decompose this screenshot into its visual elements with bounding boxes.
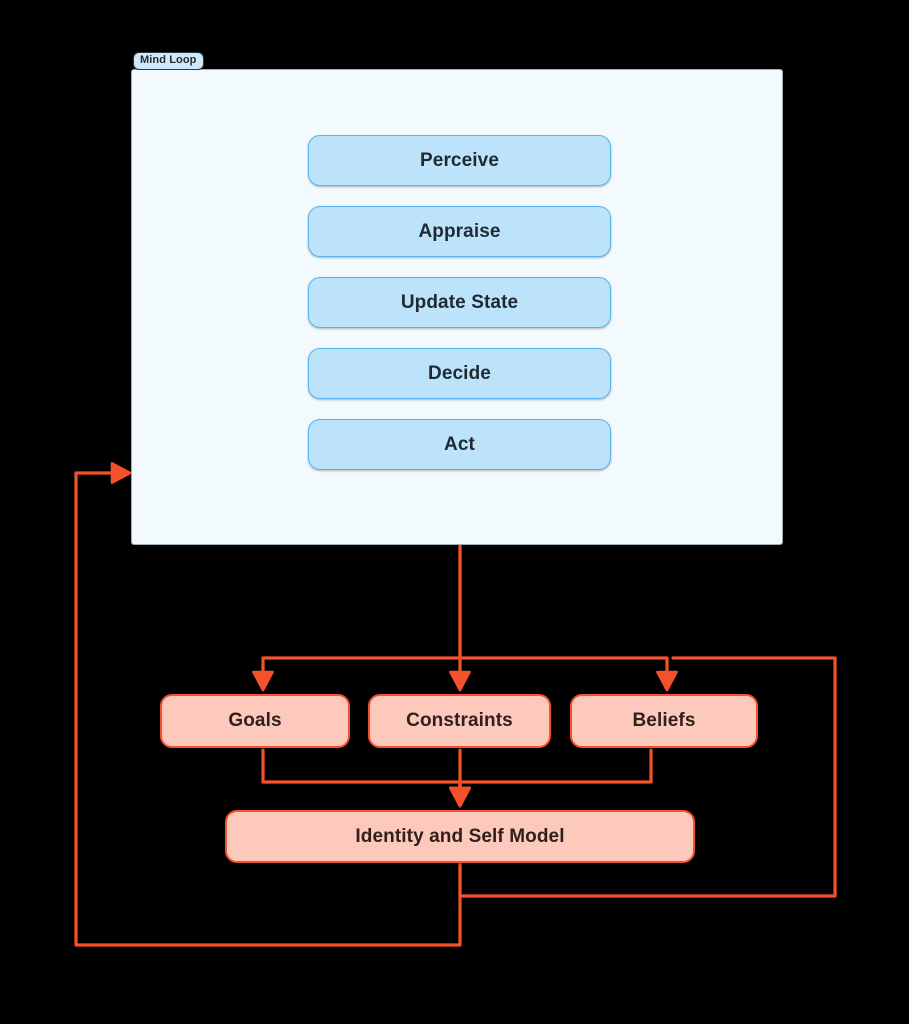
node-perceive-label: Perceive: [420, 149, 499, 171]
node-beliefs-label: Beliefs: [632, 710, 696, 731]
node-appraise[interactable]: Appraise: [308, 206, 611, 257]
edge-loop-to-beliefs: [458, 656, 678, 692]
node-constraints-label: Constraints: [406, 710, 513, 731]
node-goals-label: Goals: [228, 710, 282, 731]
node-act-label: Act: [444, 433, 475, 455]
node-act[interactable]: Act: [308, 419, 611, 470]
node-goals[interactable]: Goals: [160, 694, 350, 748]
node-identity-and-self-model[interactable]: Identity and Self Model: [225, 810, 695, 863]
node-decide-label: Decide: [428, 362, 491, 384]
node-constraints[interactable]: Constraints: [368, 694, 551, 748]
node-update-state-label: Update State: [400, 291, 519, 313]
edge-loop-to-goals: [252, 544, 462, 692]
node-decide[interactable]: Decide: [308, 348, 611, 399]
edge-beliefs-to-identity: [449, 748, 653, 808]
node-appraise-label: Appraise: [418, 220, 501, 242]
mind-loop-subgraph-label: Mind Loop: [133, 52, 204, 70]
node-perceive[interactable]: Perceive: [308, 135, 611, 186]
node-identity-label: Identity and Self Model: [355, 825, 565, 847]
edge-goals-to-identity: [261, 748, 471, 808]
node-update-state[interactable]: Update State: [308, 277, 611, 328]
node-beliefs[interactable]: Beliefs: [570, 694, 758, 748]
